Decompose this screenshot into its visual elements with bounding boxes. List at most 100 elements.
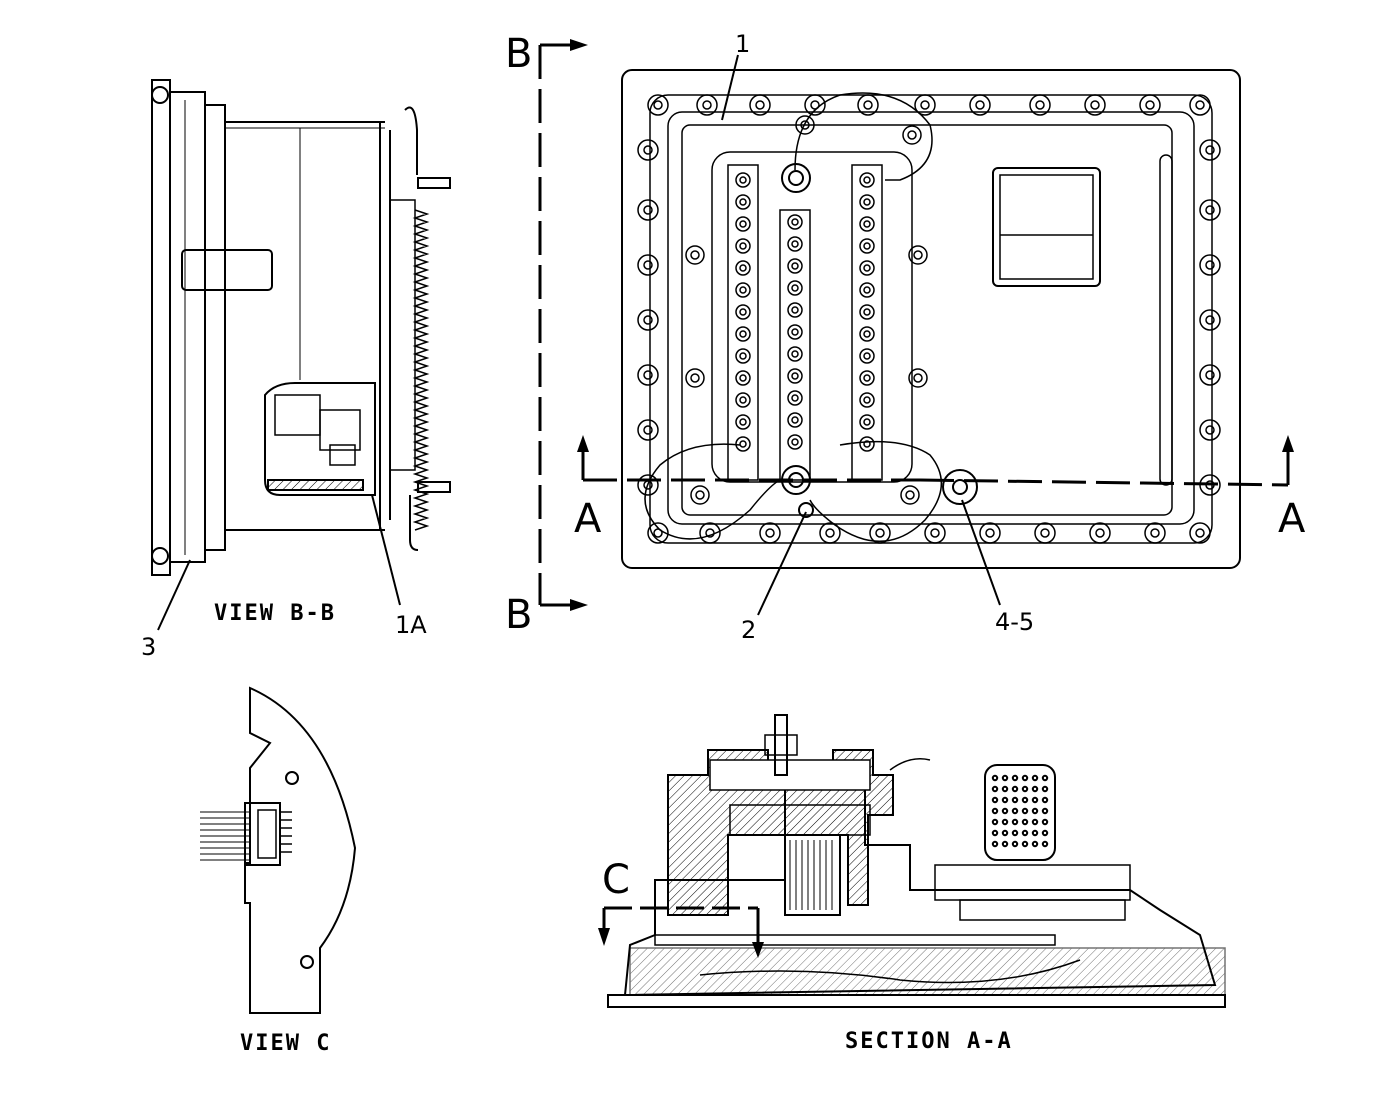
outer-plate bbox=[621, 69, 1241, 569]
perimeter-bolt bbox=[979, 522, 1001, 544]
connector-pin bbox=[1021, 807, 1029, 815]
view-c-label: VIEW C bbox=[240, 1031, 331, 1056]
terminal-screw bbox=[735, 304, 751, 320]
terminal-screw bbox=[787, 302, 803, 318]
perimeter-bolt bbox=[699, 522, 721, 544]
connector-pin bbox=[991, 840, 999, 848]
perimeter-bolt bbox=[1084, 94, 1106, 116]
view-c-panel bbox=[244, 686, 357, 1014]
terminal-screw bbox=[735, 282, 751, 298]
ground-stud-top bbox=[781, 163, 811, 193]
mounting-screw bbox=[908, 368, 928, 388]
terminal-strip-right bbox=[851, 164, 883, 481]
connector-pin bbox=[1011, 807, 1019, 815]
marker-c: C bbox=[602, 857, 630, 903]
terminal-screw bbox=[735, 194, 751, 210]
flange-bolt-bottom bbox=[151, 547, 169, 565]
connector-pin bbox=[1041, 829, 1049, 837]
terminal-screw bbox=[787, 236, 803, 252]
terminal-screw bbox=[787, 346, 803, 362]
terminal-strip-left bbox=[727, 164, 759, 481]
cutaway-inset bbox=[264, 382, 376, 496]
perimeter-bolt bbox=[1089, 522, 1111, 544]
connector-pin bbox=[1041, 818, 1049, 826]
terminal-screw bbox=[735, 172, 751, 188]
connector-pin bbox=[991, 818, 999, 826]
terminal-screw bbox=[859, 304, 875, 320]
view-c-hole-top bbox=[285, 771, 299, 785]
perimeter-bolt bbox=[647, 522, 669, 544]
perimeter-bolt bbox=[1199, 419, 1221, 441]
terminal-screw bbox=[735, 326, 751, 342]
perimeter-bolt bbox=[637, 309, 659, 331]
terminal-screw bbox=[787, 434, 803, 450]
connector-pin bbox=[1001, 840, 1009, 848]
connector-pin bbox=[1041, 840, 1049, 848]
perimeter-bolt bbox=[637, 419, 659, 441]
terminal-screw bbox=[787, 258, 803, 274]
stud-bottom bbox=[417, 481, 451, 493]
perimeter-bolt bbox=[637, 254, 659, 276]
terminal-screw bbox=[735, 392, 751, 408]
connector-pin bbox=[1041, 807, 1049, 815]
connector-pin bbox=[1021, 818, 1029, 826]
mounting-screw bbox=[685, 245, 705, 265]
breather-plug bbox=[942, 469, 978, 505]
section-line-cc bbox=[602, 906, 760, 945]
leader-3 bbox=[157, 559, 191, 631]
terminal-screw bbox=[859, 370, 875, 386]
perimeter-bolt bbox=[1139, 94, 1161, 116]
arrow-a-right bbox=[1282, 435, 1294, 452]
view-c-drawing bbox=[200, 686, 357, 1014]
connector-pin bbox=[1031, 807, 1039, 815]
arrow-b-bottom bbox=[570, 599, 588, 611]
section-line-aa bbox=[581, 450, 1290, 487]
terminal-strip-center bbox=[779, 209, 811, 481]
connector-pin bbox=[1011, 829, 1019, 837]
connector-pin bbox=[1011, 840, 1019, 848]
connector-pin bbox=[1031, 796, 1039, 804]
terminal-screw bbox=[859, 414, 875, 430]
connector-pin bbox=[1031, 818, 1039, 826]
terminal-screw bbox=[735, 414, 751, 430]
connector-pin bbox=[991, 807, 999, 815]
perimeter-bolt bbox=[647, 94, 669, 116]
leader-2 bbox=[757, 511, 807, 616]
ground-wire-top bbox=[794, 92, 933, 181]
callout-4-5: 4-5 bbox=[995, 608, 1034, 636]
connector-pin bbox=[1031, 829, 1039, 837]
perimeter-bolt bbox=[637, 199, 659, 221]
mounting-screw bbox=[795, 115, 815, 135]
connector-pin bbox=[1021, 785, 1029, 793]
marker-a-right: A bbox=[1278, 496, 1306, 542]
connector-pin bbox=[991, 774, 999, 782]
terminal-screw bbox=[735, 238, 751, 254]
ground-wire-right bbox=[809, 440, 943, 543]
terminal-screw bbox=[859, 392, 875, 408]
terminal-screw bbox=[735, 348, 751, 364]
terminal-strip-side bbox=[389, 199, 430, 531]
mounting-screw bbox=[908, 245, 928, 265]
connector-pin bbox=[1021, 796, 1029, 804]
connector-pin bbox=[1031, 840, 1039, 848]
perimeter-bolt bbox=[759, 522, 781, 544]
connector-pin bbox=[1011, 796, 1019, 804]
perimeter-bolt bbox=[969, 94, 991, 116]
connector-pin bbox=[991, 829, 999, 837]
stud-post bbox=[774, 714, 788, 776]
connector-pin bbox=[1001, 829, 1009, 837]
connector-pin bbox=[1041, 796, 1049, 804]
flange-outer bbox=[151, 79, 171, 576]
mounting-screw bbox=[690, 485, 710, 505]
connector-pin bbox=[1001, 785, 1009, 793]
callout-1a: 1A bbox=[395, 611, 427, 639]
connector-pin bbox=[1031, 774, 1039, 782]
section-aa-drawing bbox=[607, 714, 1226, 1008]
stud-top bbox=[417, 177, 451, 189]
perimeter-bolt bbox=[1199, 254, 1221, 276]
terminal-screw bbox=[787, 412, 803, 428]
screw-layer bbox=[637, 94, 1221, 544]
perimeter-bolt bbox=[637, 364, 659, 386]
perimeter-bolt bbox=[749, 94, 771, 116]
